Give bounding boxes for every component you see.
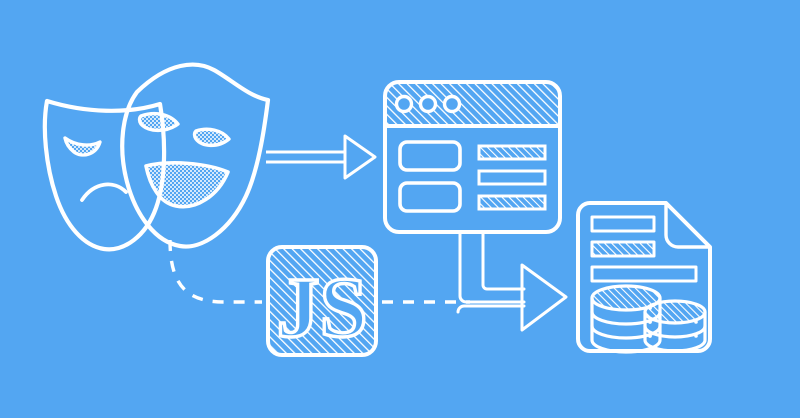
js-label: JS (277, 259, 368, 355)
database-document-icon (576, 201, 712, 354)
arrowhead-right-icon (343, 134, 377, 180)
window-dot-2 (418, 94, 438, 114)
content-bar-2 (477, 169, 547, 186)
connector-masks-to-js (168, 239, 262, 304)
mask-sad (42, 98, 167, 252)
doc-bar-1 (590, 215, 656, 233)
connector-browser-to-document (456, 230, 568, 332)
window-dot-3 (442, 94, 462, 114)
content-bar-1 (477, 144, 547, 161)
browser-window-icon (383, 80, 562, 234)
theater-masks-icon (42, 62, 271, 252)
doc-bar-2 (590, 240, 656, 258)
database-cylinder-2 (643, 299, 707, 353)
content-block-2 (398, 181, 462, 213)
mask-happy (120, 62, 271, 249)
connector-masks-to-browser (266, 134, 377, 180)
javascript-icon: JS (266, 245, 378, 357)
content-bar-3 (477, 194, 547, 211)
doc-bar-3 (590, 265, 698, 283)
window-dot-1 (394, 94, 414, 114)
arrowhead-right-icon (520, 263, 568, 332)
content-block-1 (398, 140, 462, 172)
